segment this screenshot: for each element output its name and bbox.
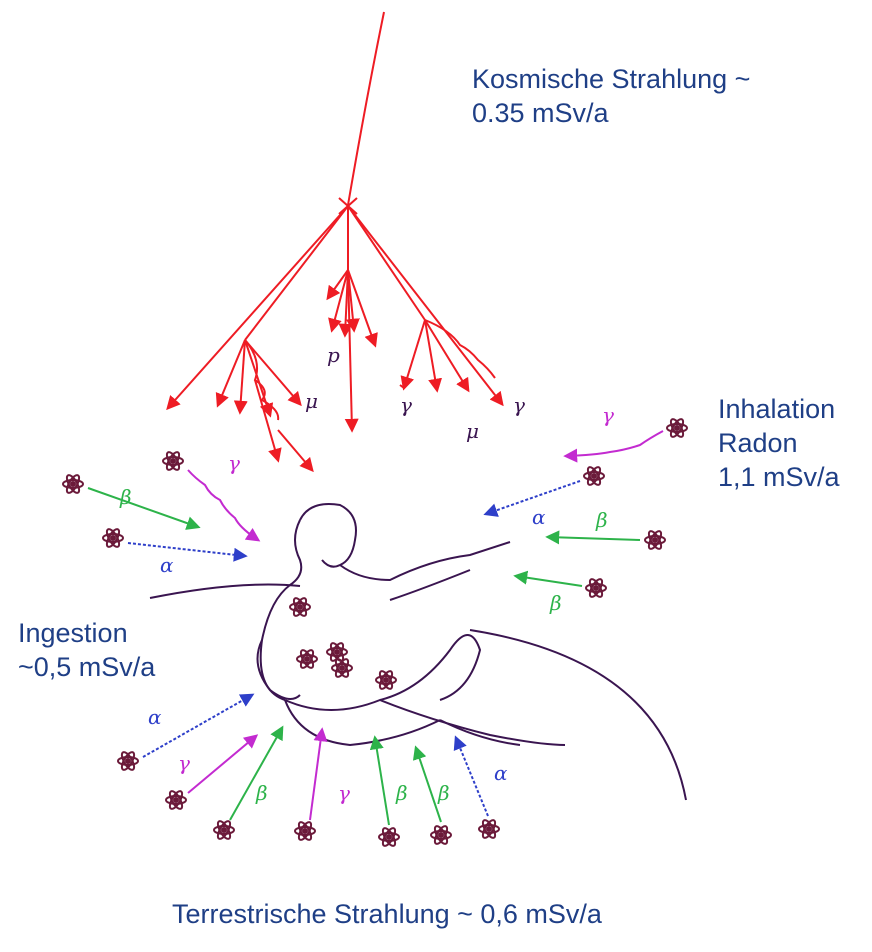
svg-text:γ: γ [338, 781, 350, 805]
label-gamma-left: γ [400, 393, 412, 417]
cosmic-ray-shower [168, 12, 502, 470]
svg-text:β: β [119, 485, 132, 509]
label-ingestion: Ingestion ~0,5 mSv/a [18, 616, 155, 684]
svg-text:β: β [549, 591, 562, 615]
svg-text:α: α [532, 505, 546, 529]
label-cosmic-radiation: Kosmische Strahlung ~ 0.35 mSv/a [472, 62, 750, 130]
label-proton: p [327, 343, 340, 367]
label-ingestion-line2: ~0,5 mSv/a [18, 650, 155, 684]
svg-text:β: β [437, 781, 450, 805]
svg-text:α: α [148, 705, 162, 729]
svg-text:γ: γ [602, 403, 614, 427]
label-muon-right: μ [466, 419, 479, 443]
svg-text:β: β [395, 781, 408, 805]
label-inhalation-line3: 1,1 mSv/a [718, 460, 840, 494]
left-particle-labels: β γ α α γ [119, 451, 240, 775]
label-inhalation-line1: Inhalation [718, 392, 840, 426]
label-inhalation: Inhalation Radon 1,1 mSv/a [718, 392, 840, 494]
label-muon-left: μ [305, 389, 318, 413]
right-radiation [486, 417, 687, 598]
body-atoms [290, 596, 396, 690]
svg-text:γ: γ [228, 451, 240, 475]
svg-text:α: α [160, 553, 174, 577]
label-cosmic-line1: Kosmische Strahlung ~ [472, 62, 750, 96]
label-ingestion-line1: Ingestion [18, 616, 155, 650]
label-cosmic-line2: 0.35 mSv/a [472, 96, 750, 130]
earth-surface-arc [150, 585, 300, 599]
human-figure [258, 504, 566, 745]
svg-text:β: β [255, 781, 268, 805]
label-terrestrial-radiation: Terrestrische Strahlung ~ 0,6 mSv/a [172, 897, 602, 931]
cosmic-particle-labels: p μ μ γ γ [305, 343, 525, 443]
svg-text:γ: γ [178, 751, 190, 775]
label-gamma-right: γ [513, 393, 525, 417]
label-inhalation-line2: Radon [718, 426, 840, 460]
svg-text:β: β [595, 508, 608, 532]
svg-text:α: α [494, 761, 508, 785]
